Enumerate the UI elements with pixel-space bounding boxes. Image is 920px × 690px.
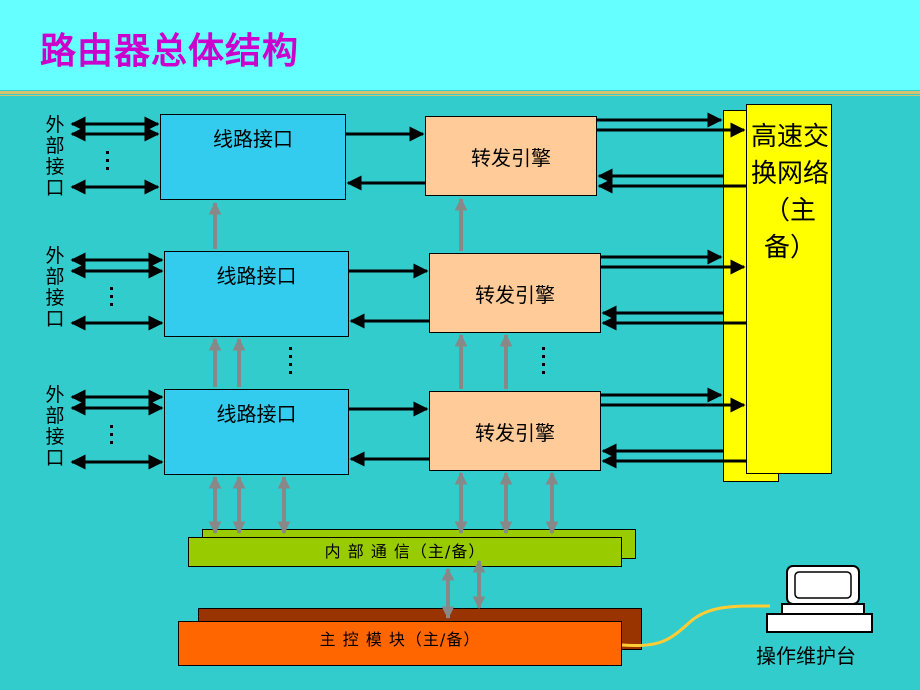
external-interface-label-1: 外部接口: [45, 114, 65, 199]
ellipsis-external: [106, 151, 113, 444]
page-title: 路由器总体结构: [40, 31, 300, 72]
line-interface-3: 线路接口: [164, 389, 349, 475]
control-bus-arrows: [208, 197, 559, 620]
external-interface-label-3: 外部接口: [45, 384, 65, 469]
forwarding-engine-1: 转发引擎: [425, 116, 597, 196]
control-module: 主 控 模 块（主/备）: [178, 621, 622, 666]
line-interface-2: 线路接口: [164, 251, 349, 337]
external-arrows-1: [70, 116, 160, 195]
computer-icon: [766, 565, 873, 633]
fe-to-fabric-arrows: [597, 112, 746, 469]
title-divider-thin: [0, 95, 920, 96]
console-label: 操作维护台: [756, 644, 856, 668]
internal-bus: 内 部 通 信（主/备）: [188, 537, 622, 567]
switch-fabric-label: 高速交换网络（主备）: [750, 122, 829, 263]
line-interface-1: 线路接口: [160, 114, 346, 200]
forwarding-engine-2: 转发引擎: [429, 253, 601, 333]
ellipsis-rows: [289, 347, 545, 374]
title-band: [0, 0, 920, 90]
external-arrows-2: [70, 252, 164, 331]
external-interface-label-2: 外部接口: [45, 245, 65, 330]
li-to-fe-arrows: [346, 126, 429, 467]
external-arrows-3: [70, 389, 164, 470]
console-cable: [621, 604, 771, 648]
title-divider: [0, 91, 920, 94]
forwarding-engine-3: 转发引擎: [429, 391, 601, 471]
switch-fabric: 高速交换网络（主备）: [746, 104, 832, 474]
